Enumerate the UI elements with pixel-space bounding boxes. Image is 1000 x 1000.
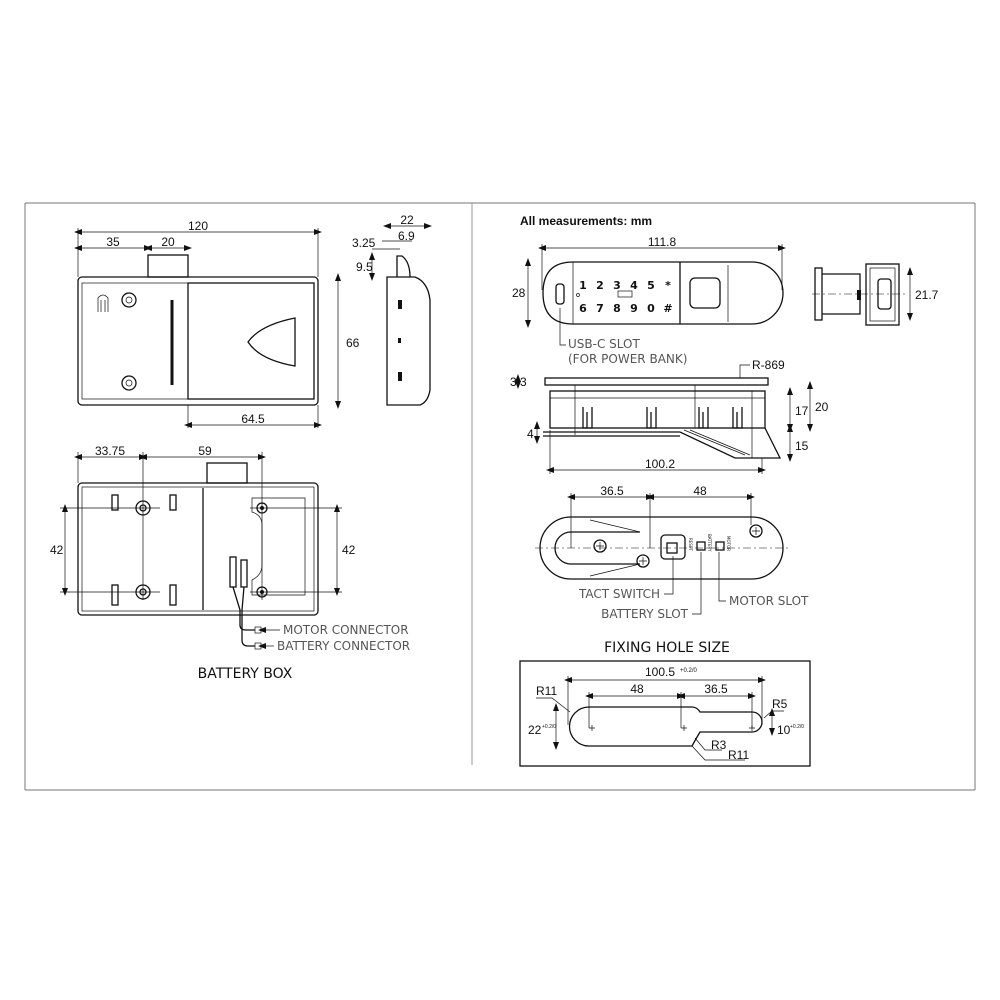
dim-tab-width: 20 xyxy=(161,235,175,249)
pcb-label-motor: MOTOR xyxy=(726,536,731,551)
radius-neck: R3 xyxy=(711,738,727,752)
keypad-row-2: 6 7 8 9 0 # xyxy=(579,302,672,315)
dim-depth: 22 xyxy=(400,213,414,227)
tact-switch-label: TACT SWITCH xyxy=(578,587,660,601)
tact-switch-icon xyxy=(660,534,686,560)
key-9: 9 xyxy=(630,302,638,315)
dim-spacing-48: 48 xyxy=(630,682,644,696)
key-4: 4 xyxy=(630,279,638,292)
dim-length: 100.2 xyxy=(645,457,675,471)
units-note: All measurements: mm xyxy=(520,214,652,228)
dim-spacing-36-5: 36.5 xyxy=(704,682,728,696)
battery-slot-label: BATTERY SLOT xyxy=(601,607,689,621)
dim-end-height: 21.7 xyxy=(915,288,939,302)
dim-hole-spacing-x: 59 xyxy=(198,444,212,458)
dim-spacing-right: 48 xyxy=(693,484,707,498)
key-star: * xyxy=(665,279,671,292)
pcb-label-reset: RESET xyxy=(688,538,693,551)
key-0: 0 xyxy=(647,302,655,315)
width-large-tol: +0.2/0 xyxy=(542,724,556,730)
lock-side-elevation: R-869 3.3 17 20 4 15 100.2 xyxy=(510,358,829,474)
dim-hole-spacing-left: 42 xyxy=(50,543,64,557)
motor-slot-label: MOTOR SLOT xyxy=(729,594,809,608)
dim-bump-width: 6.9 xyxy=(398,229,415,243)
battery-box-view: 33.75 59 42 42 MOTOR CONNECTOR BATTERY C… xyxy=(50,444,410,682)
radius-large-bottom: R11 xyxy=(728,748,749,762)
sheet-frame xyxy=(24,202,976,791)
lock-side-view: 22 6.9 3.25 9.5 xyxy=(352,213,432,406)
fixing-hole-drawing: FIXING HOLE SIZE 100.5 +0.2/0 48 36.5 R1… xyxy=(519,640,811,767)
radius-small-end: R5 xyxy=(772,697,788,711)
pcb-label-battery: BATTERY xyxy=(707,534,712,552)
lock-top-view: 120 35 20 66 64.5 xyxy=(74,219,360,428)
usb-c-slot-sublabel: (FOR POWER BANK) xyxy=(568,352,687,366)
dim-hole-spacing-right: 42 xyxy=(342,543,356,557)
keypad-front-view: 1 2 3 4 5 * 6 7 8 9 0 # 111.8 28 USB-C S… xyxy=(512,235,786,366)
dim-overall-tol: +0.2/0 xyxy=(680,668,698,674)
key-5: 5 xyxy=(647,279,655,292)
screw-icon xyxy=(593,539,607,553)
dim-bump-offset: 3.25 xyxy=(352,236,376,250)
battery-connector-label: BATTERY CONNECTOR xyxy=(277,639,410,653)
dim-bump-height: 9.5 xyxy=(356,260,373,274)
battery-slot-icon xyxy=(696,541,706,551)
key-8: 8 xyxy=(613,302,621,315)
dim-plate-thickness: 3.3 xyxy=(510,375,527,389)
keypad-row-1: 1 2 3 4 5 * xyxy=(579,279,671,292)
usb-c-port-icon xyxy=(555,283,565,305)
fixing-hole-title: FIXING HOLE SIZE xyxy=(604,640,730,656)
dim-total-height: 20 xyxy=(815,400,829,414)
key-1: 1 xyxy=(579,279,587,292)
dim-offset-left: 33.75 xyxy=(95,444,125,458)
dim-spacing-left: 36.5 xyxy=(600,484,624,498)
width-small-tol: +0.2/0 xyxy=(790,724,804,730)
usb-c-slot-label: USB-C SLOT xyxy=(568,337,640,351)
key-hash: # xyxy=(663,302,672,315)
battery-box-title: BATTERY BOX xyxy=(198,666,293,682)
dim-height: 28 xyxy=(512,286,526,300)
screw-icon xyxy=(749,524,763,538)
fingerprint-sensor-icon xyxy=(689,277,721,309)
key-3: 3 xyxy=(613,279,621,292)
dim-radius: R-869 xyxy=(752,358,785,372)
dim-wedge-height: 15 xyxy=(795,439,809,453)
width-large: 22 xyxy=(528,723,542,737)
dim-slide-width: 64.5 xyxy=(241,412,265,426)
dim-height: 66 xyxy=(346,336,360,350)
key-6: 6 xyxy=(579,302,587,315)
motor-connector-label: MOTOR CONNECTOR xyxy=(283,623,409,637)
width-small: 10 xyxy=(777,723,791,737)
motor-slot-icon xyxy=(715,541,725,551)
screw-icon xyxy=(636,554,650,568)
dim-body-height: 17 xyxy=(795,404,809,418)
keypad-end-view: 21.7 xyxy=(812,263,939,326)
dim-offset-left: 35 xyxy=(106,235,120,249)
dim-overall-width: 120 xyxy=(188,219,208,233)
radius-large-left: R11 xyxy=(536,684,557,698)
key-2: 2 xyxy=(596,279,604,292)
lock-bottom-view: RESET BATTERY MOTOR 36.5 48 TACT SWITCH … xyxy=(535,484,809,621)
dim-base-thickness: 4 xyxy=(527,427,534,441)
screw-icon xyxy=(121,375,137,391)
dim-overall-width: 111.8 xyxy=(648,235,677,249)
key-7: 7 xyxy=(596,302,604,315)
screw-icon xyxy=(121,292,137,308)
dim-overall-length: 100.5 xyxy=(645,665,675,679)
